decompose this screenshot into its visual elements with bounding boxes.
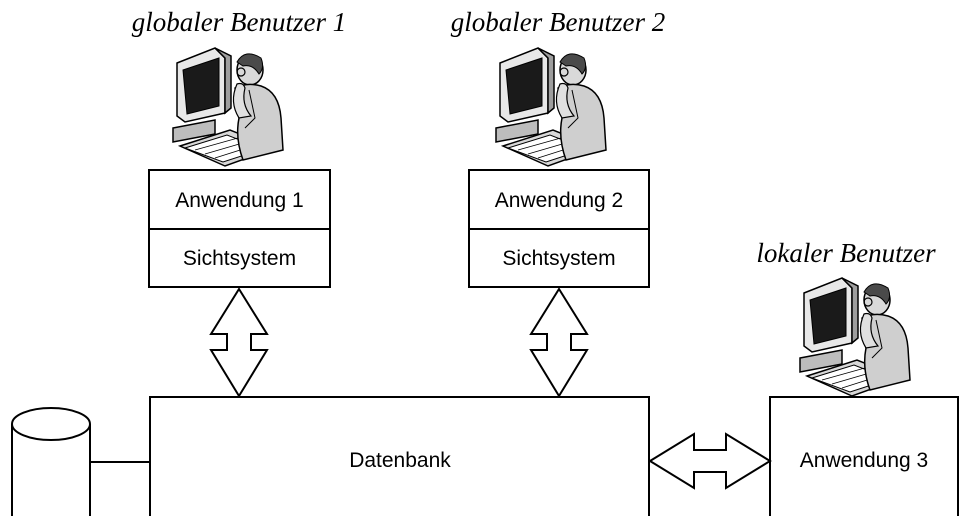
app-3-label: Anwendung 3	[800, 449, 928, 472]
database-box	[149, 396, 650, 516]
view-system-2-label: Sichtsystem	[502, 247, 615, 270]
computer-user-icon	[799, 277, 911, 397]
user-label-global-1: globaler Benutzer 1	[132, 7, 346, 37]
view-system-1-box	[148, 228, 331, 288]
double-arrow-horizontal	[648, 432, 772, 490]
double-arrow-vertical-2	[529, 287, 589, 398]
app-1-label: Anwendung 1	[175, 189, 303, 212]
user-label-global-2: globaler Benutzer 2	[451, 7, 665, 37]
double-arrow-vertical-1	[209, 287, 269, 398]
user-label-local: lokaler Benutzer	[756, 238, 936, 268]
app-3-box	[769, 396, 959, 516]
computer-user-icon	[172, 47, 284, 167]
database-label: Datenbank	[349, 449, 451, 472]
view-system-1-label: Sichtsystem	[183, 247, 296, 270]
computer-user-icon	[495, 47, 607, 167]
view-system-2-box	[468, 228, 650, 288]
app-1-box	[148, 169, 331, 230]
app-2-label: Anwendung 2	[495, 189, 623, 212]
database-cylinder-icon	[11, 407, 91, 516]
